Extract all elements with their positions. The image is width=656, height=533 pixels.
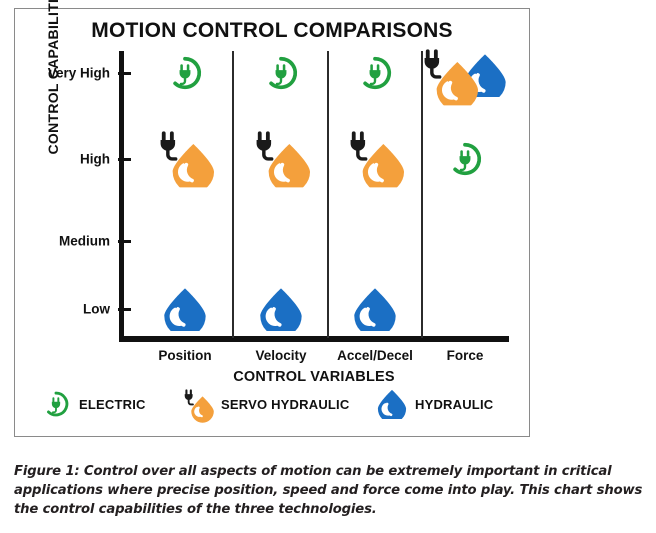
x-axis-line (119, 336, 509, 342)
x-axis-tick-label: Force (446, 348, 484, 363)
data-marker-servo-hydraulic-droplet (418, 48, 480, 106)
servo-hydraulic-droplet-icon (181, 387, 215, 423)
electric-plug-circle-icon (453, 142, 482, 176)
y-axis-title: CONTROL CAPABILITIES (45, 0, 61, 155)
data-marker-hydraulic-droplet (353, 287, 397, 331)
data-marker-servo-hydraulic-droplet (344, 130, 406, 188)
electric-plug-circle-icon (47, 391, 69, 417)
y-axis-tick-label: Medium (58, 233, 110, 249)
column-separator (327, 51, 329, 338)
y-axis-line (119, 51, 124, 341)
x-axis-title: CONTROL VARIABLES (233, 369, 395, 385)
data-marker-electric-plug-circle (358, 56, 392, 90)
data-marker-servo-hydraulic-droplet (154, 130, 216, 188)
y-axis-tick (118, 72, 131, 75)
hydraulic-droplet-icon (375, 387, 409, 421)
hydraulic-droplet-icon (260, 288, 302, 331)
electric-plug-circle-icon (269, 56, 298, 90)
data-marker-hydraulic-droplet (163, 287, 207, 331)
legend-item[interactable]: ELECTRIC (39, 387, 146, 421)
y-axis-tick (118, 308, 131, 311)
legend-item[interactable]: HYDRAULIC (375, 387, 493, 421)
figure-caption: Figure 1: Control over all aspects of mo… (14, 464, 643, 518)
chart-title: MOTION CONTROL COMPARISONS (91, 19, 453, 42)
data-marker-electric-plug-circle (448, 142, 482, 176)
electric-plug-circle-icon (173, 56, 202, 90)
legend-label: HYDRAULIC (415, 396, 494, 412)
column-separator (421, 51, 423, 338)
hydraulic-droplet-icon (377, 389, 407, 419)
legend-item[interactable]: SERVO HYDRAULIC (181, 387, 350, 423)
y-axis-tick-label: Low (83, 301, 110, 317)
servo-hydraulic-droplet-icon (160, 131, 215, 188)
electric-plug-circle-icon (363, 56, 392, 90)
x-axis-tick-label: Accel/Decel (337, 348, 413, 363)
data-marker-electric-plug-circle (168, 56, 202, 90)
servo-hydraulic-droplet-icon (256, 131, 311, 188)
y-axis-tick (118, 240, 131, 243)
servo-hydraulic-droplet-icon (424, 49, 479, 106)
hydraulic-droplet-icon (164, 288, 206, 331)
column-separator (232, 51, 234, 338)
y-axis-tick (118, 158, 131, 161)
legend-label: ELECTRIC (79, 396, 146, 412)
chart-legend: ELECTRIC SERVO HYDRAULIC HYDRAULIC (29, 387, 529, 427)
x-axis-tick-label: Velocity (255, 348, 307, 363)
y-axis-tick-label: Very High (47, 65, 110, 81)
chart-figure: MOTION CONTROL COMPARISONS CONTROL CAPAB… (14, 0, 530, 437)
y-axis-tick-label: High (80, 151, 110, 167)
hydraulic-droplet-icon (354, 288, 396, 331)
data-marker-hydraulic-droplet (259, 287, 303, 331)
servo-hydraulic-droplet-icon (350, 131, 405, 188)
servo-hydraulic-droplet-icon (184, 388, 214, 423)
x-axis-tick-label: Position (158, 348, 212, 363)
electric-plug-circle-icon (39, 387, 73, 421)
legend-label: SERVO HYDRAULIC (221, 396, 350, 412)
data-marker-servo-hydraulic-droplet (250, 130, 312, 188)
data-marker-electric-plug-circle (264, 56, 298, 90)
